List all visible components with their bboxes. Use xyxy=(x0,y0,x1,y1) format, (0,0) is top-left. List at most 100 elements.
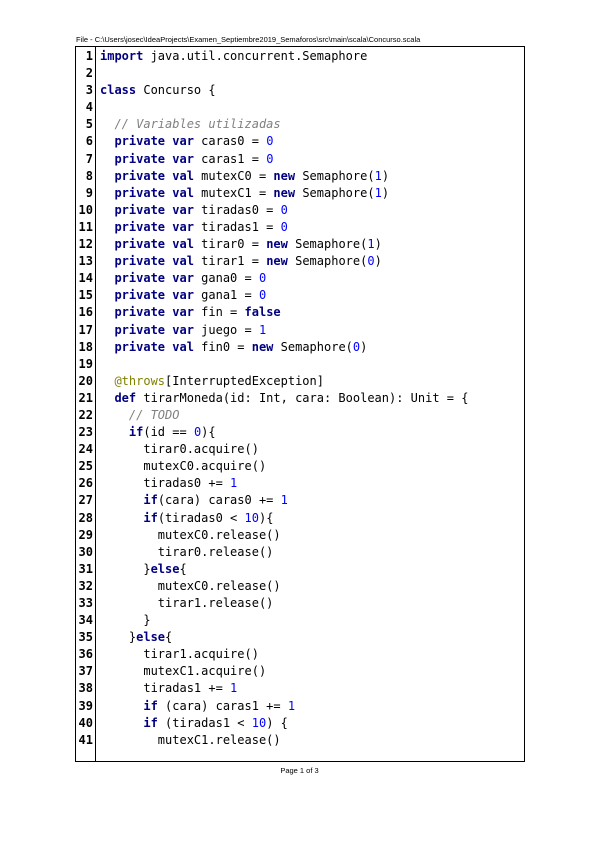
code-text: tiradas1 += 1 xyxy=(96,680,237,697)
number-token: 10 xyxy=(244,510,259,525)
code-text: if (tiradas1 < 10) { xyxy=(96,715,288,732)
code-text: @throws[InterruptedException] xyxy=(96,373,324,390)
code-text: tirar1.acquire() xyxy=(96,646,259,663)
code-token xyxy=(100,323,114,337)
number-token: 0 xyxy=(258,288,267,303)
number-token: 1 xyxy=(230,476,238,491)
code-token: tirar1 = xyxy=(193,254,267,269)
code-text: private var tiradas0 = 0 xyxy=(96,202,288,219)
code-line: 8 private val mutexC0 = new Semaphore(1) xyxy=(76,168,522,185)
line-number: 17 xyxy=(78,322,93,337)
keyword-token: false xyxy=(244,305,281,320)
line-number: 30 xyxy=(78,544,93,559)
line-number: 18 xyxy=(78,339,93,354)
code-token: tiradas1 += xyxy=(100,681,231,696)
code-token: Semaphore( xyxy=(287,254,368,269)
line-number: 40 xyxy=(78,715,93,730)
code-text: private val tirar1 = new Semaphore(0) xyxy=(96,253,381,270)
line-number: 8 xyxy=(85,168,93,183)
keyword-token: if xyxy=(143,493,158,508)
code-line: 38 tiradas1 += 1 xyxy=(76,680,522,697)
keyword-token: if xyxy=(143,698,158,713)
code-token: fin0 = xyxy=(193,339,252,354)
code-line: 17 private var juego = 1 xyxy=(76,322,522,339)
code-text: mutexC0.release() xyxy=(96,578,281,595)
number-token: 0 xyxy=(258,271,267,286)
code-token xyxy=(100,203,114,217)
code-token: tirar0 = xyxy=(193,237,267,252)
code-token: (tiradas0 < xyxy=(157,510,245,525)
code-line: 2 xyxy=(76,65,522,82)
line-number: 13 xyxy=(78,254,93,269)
keyword-token: else xyxy=(150,561,180,576)
code-text: private val mutexC0 = new Semaphore(1) xyxy=(96,168,389,185)
code-line: 40 if (tiradas1 < 10) { xyxy=(76,715,522,732)
number-token: 1 xyxy=(374,185,382,200)
code-token: tirar0.acquire() xyxy=(100,442,259,457)
line-number: 25 xyxy=(78,459,93,474)
code-text: mutexC1.acquire() xyxy=(96,663,266,680)
code-token: tirarMoneda(id: Int, cara: Boolean): Uni… xyxy=(136,390,469,405)
line-number: 27 xyxy=(78,493,93,508)
code-line: 18 private val fin0 = new Semaphore(0) xyxy=(76,339,522,356)
code-token xyxy=(100,134,114,148)
keyword-token: private var xyxy=(114,219,194,234)
keyword-token: import xyxy=(100,49,144,63)
code-text xyxy=(96,65,100,82)
keyword-token: private val xyxy=(114,254,194,269)
line-number-divider xyxy=(95,46,96,762)
keyword-token: private val xyxy=(114,339,194,354)
code-line: 30 tirar0.release() xyxy=(76,544,522,561)
code-text: if(tiradas0 < 10){ xyxy=(96,510,273,527)
code-line: 41 mutexC1.release() xyxy=(76,732,522,749)
code-text: tirar1.release() xyxy=(96,595,274,612)
code-text: tiradas0 += 1 xyxy=(96,475,237,492)
line-number: 20 xyxy=(78,373,93,388)
number-token: 0 xyxy=(193,425,202,440)
keyword-token: new xyxy=(251,339,274,354)
code-line: 27 if(cara) caras0 += 1 xyxy=(76,492,522,509)
code-token: (id == xyxy=(143,425,194,440)
line-number: 6 xyxy=(85,134,93,149)
code-text: private var caras0 = 0 xyxy=(96,133,273,150)
code-token xyxy=(100,716,143,730)
code-text: private var fin = false xyxy=(96,304,281,321)
code-token xyxy=(100,288,114,302)
code-line: 39 if (cara) caras1 += 1 xyxy=(76,698,522,715)
code-text: mutexC0.release() xyxy=(96,527,281,544)
code-token: ) xyxy=(374,237,382,252)
code-text: if (cara) caras1 += 1 xyxy=(96,698,295,715)
code-token: caras1 = xyxy=(193,151,267,166)
code-text: tirar0.acquire() xyxy=(96,441,259,458)
line-number: 29 xyxy=(78,527,93,542)
code-line: 15 private var gana1 = 0 xyxy=(76,287,522,304)
file-path-header: File - C:\Users\josec\IdeaProjects\Exame… xyxy=(76,35,421,44)
code-token: mutexC0 = xyxy=(193,168,274,183)
code-line: 36 tirar1.acquire() xyxy=(76,646,522,663)
code-text: tirar0.release() xyxy=(96,544,274,561)
number-token: 1 xyxy=(367,237,375,252)
code-line: 12 private val tirar0 = new Semaphore(1) xyxy=(76,236,522,253)
line-number: 21 xyxy=(78,390,93,405)
code-token: (tiradas1 < xyxy=(157,715,252,730)
code-token: mutexC1.acquire() xyxy=(100,664,267,679)
keyword-token: private var xyxy=(114,322,194,337)
keyword-token: new xyxy=(273,185,296,200)
code-token: java.util.concurrent.Semaphore xyxy=(143,49,368,63)
number-token: 0 xyxy=(280,202,288,217)
line-number: 16 xyxy=(78,305,93,320)
code-token: } xyxy=(100,561,151,576)
code-token xyxy=(100,271,114,285)
line-number: 2 xyxy=(85,66,93,81)
code-token: mutexC0.release() xyxy=(100,527,281,542)
code-token xyxy=(100,511,143,525)
code-token xyxy=(100,340,114,354)
code-token: Semaphore( xyxy=(295,168,375,183)
code-token: ) xyxy=(381,168,390,183)
number-token: 1 xyxy=(374,168,382,183)
code-line: 26 tiradas0 += 1 xyxy=(76,475,522,492)
code-line: 31 }else{ xyxy=(76,561,522,578)
code-text: private val fin0 = new Semaphore(0) xyxy=(96,339,367,356)
code-token: ){ xyxy=(258,510,274,525)
code-text: class Concurso { xyxy=(96,82,216,99)
